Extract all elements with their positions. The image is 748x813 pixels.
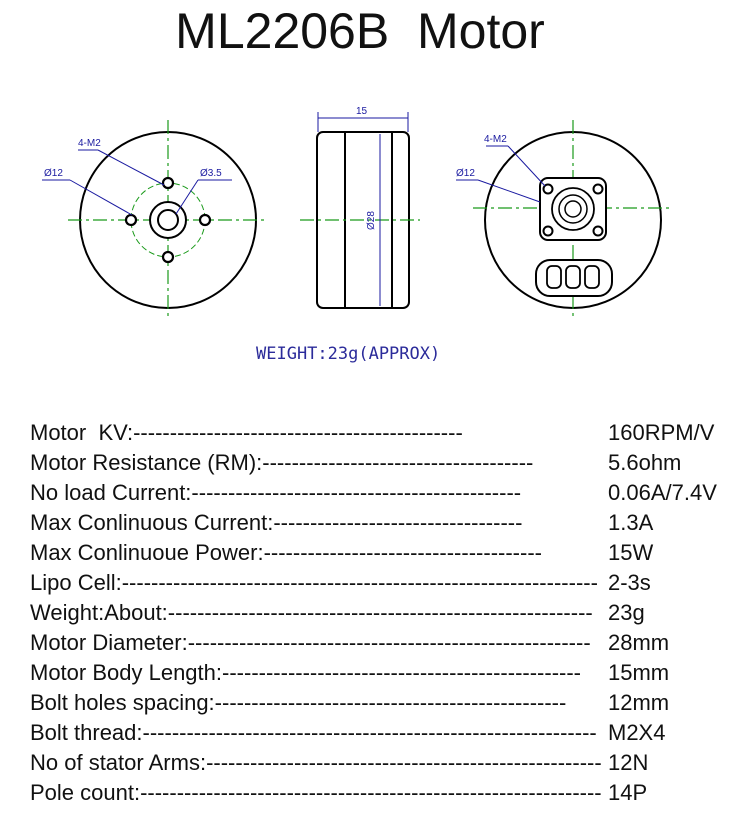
left-label-bolt: 4-M2 [78, 138, 101, 149]
spec-value: 28mm [608, 630, 670, 655]
left-leader-dia12-b [69, 179, 133, 216]
left-hub-inner [157, 209, 179, 231]
spec-row: Weight:About:---------------------------… [30, 598, 740, 628]
right-label-dia12: Ø12 [456, 168, 475, 179]
spec-label: Motor Body Length: [30, 660, 223, 685]
spec-value: 12N [608, 750, 649, 775]
spec-leader-dashes: ---------------------------------- [273, 510, 523, 535]
spec-leader-dashes: ----------------------------------------… [187, 630, 591, 655]
right-wire-pad-3 [584, 265, 600, 289]
spec-label: Bolt thread: [30, 720, 143, 745]
right-label-bolt: 4-M2 [484, 134, 507, 145]
left-bolt-hole-top [161, 176, 175, 190]
spec-leader-dashes: ----------------------------------------… [206, 750, 602, 775]
spec-row: Pole count:-----------------------------… [30, 778, 740, 808]
left-leader-bolt [97, 149, 165, 186]
right-bolt-hole-tl [542, 183, 554, 195]
motor-technical-drawing: 4-M2 Ø12 Ø3.5 15 Ø28 4-M2 [42, 106, 673, 320]
spec-leader-dashes: ----------------------------------------… [222, 660, 581, 685]
spec-leader-dashes: ----------------------------------------… [121, 570, 598, 595]
side-label-width: 15 [356, 106, 368, 117]
spec-leader-dashes: ----------------------------------------… [191, 480, 522, 505]
spec-label: Max Conlinuoue Power: [30, 540, 264, 565]
spec-label: Bolt holes spacing: [30, 690, 215, 715]
side-label-dia: Ø28 [366, 211, 377, 230]
right-wire-pad-1 [546, 265, 562, 289]
spec-row: Lipo Cell:------------------------------… [30, 568, 740, 598]
spec-leader-dashes: ----------------------------------------… [133, 420, 463, 445]
spec-list: Motor KV:-------------------------------… [30, 418, 740, 808]
spec-value: 23g [608, 600, 645, 625]
spec-leader-dashes: -------------------------------------- [263, 540, 542, 565]
spec-leader-dashes: ----------------------------------------… [214, 690, 567, 715]
spec-row: Motor Body Length:----------------------… [30, 658, 740, 688]
spec-row: No of stator Arms:----------------------… [30, 748, 740, 778]
spec-label: Motor KV: [30, 420, 134, 445]
spec-leader-dashes: ----------------------------------------… [167, 600, 593, 625]
left-bolt-hole-bottom [161, 250, 175, 264]
page-title: ML2206B Motor [175, 3, 545, 59]
spec-row: Motor Resistance (RM):------------------… [30, 448, 740, 478]
spec-label: Max Conlinuous Current: [30, 510, 274, 535]
spec-value: 15W [608, 540, 654, 565]
right-leader-bolt [507, 145, 546, 187]
left-bolt-hole-right [198, 213, 212, 227]
right-leader-dia12-b [477, 179, 541, 203]
spec-label: Weight:About: [30, 600, 168, 625]
right-bolt-hole-bl [542, 225, 554, 237]
spec-value: 12mm [608, 690, 670, 715]
spec-label: Pole count: [30, 780, 141, 805]
spec-value: 15mm [608, 660, 670, 685]
weight-note: WEIGHT:23g(APPROX) [256, 344, 441, 364]
right-hub-inner [564, 200, 582, 218]
spec-row: Motor Diameter:-------------------------… [30, 628, 740, 658]
spec-row: No load Current:------------------------… [30, 478, 740, 508]
spec-label: Motor Resistance (RM): [30, 450, 263, 475]
right-view: 4-M2 Ø12 [456, 120, 673, 320]
spec-label: No load Current: [30, 480, 192, 505]
right-bolt-hole-br [592, 225, 604, 237]
spec-row: Bolt holes spacing:---------------------… [30, 688, 740, 718]
spec-row: Max Conlinuoue Power:-------------------… [30, 538, 740, 568]
spec-value: 0.06A/7.4V [608, 480, 717, 505]
spec-value: 1.3A [608, 510, 654, 535]
left-bolt-hole-left [124, 213, 138, 227]
side-view: 15 Ø28 [300, 106, 420, 309]
left-view: 4-M2 Ø12 Ø3.5 [42, 120, 268, 320]
spec-label: Lipo Cell: [30, 570, 122, 595]
spec-value: 2-3s [608, 570, 651, 595]
spec-label: Motor Diameter: [30, 630, 188, 655]
spec-row: Motor KV:-------------------------------… [30, 418, 740, 448]
spec-leader-dashes: ----------------------------------------… [140, 780, 602, 805]
spec-value: 160RPM/V [608, 420, 715, 445]
spec-value: 14P [608, 780, 648, 805]
spec-row: Bolt thread:----------------------------… [30, 718, 740, 748]
spec-row: Max Conlinuous Current:-----------------… [30, 508, 740, 538]
spec-value: M2X4 [608, 720, 666, 745]
spec-value: 5.6ohm [608, 450, 682, 475]
spec-leader-dashes: ----------------------------------------… [142, 720, 597, 745]
spec-leader-dashes: ------------------------------------- [262, 450, 534, 475]
spec-label: No of stator Arms: [30, 750, 207, 775]
right-wire-pad-2 [565, 265, 581, 289]
left-leader-shaft-b [175, 179, 199, 215]
right-bolt-hole-tr [592, 183, 604, 195]
left-label-dia12: Ø12 [44, 168, 63, 179]
left-label-shaft: Ø3.5 [200, 168, 222, 179]
